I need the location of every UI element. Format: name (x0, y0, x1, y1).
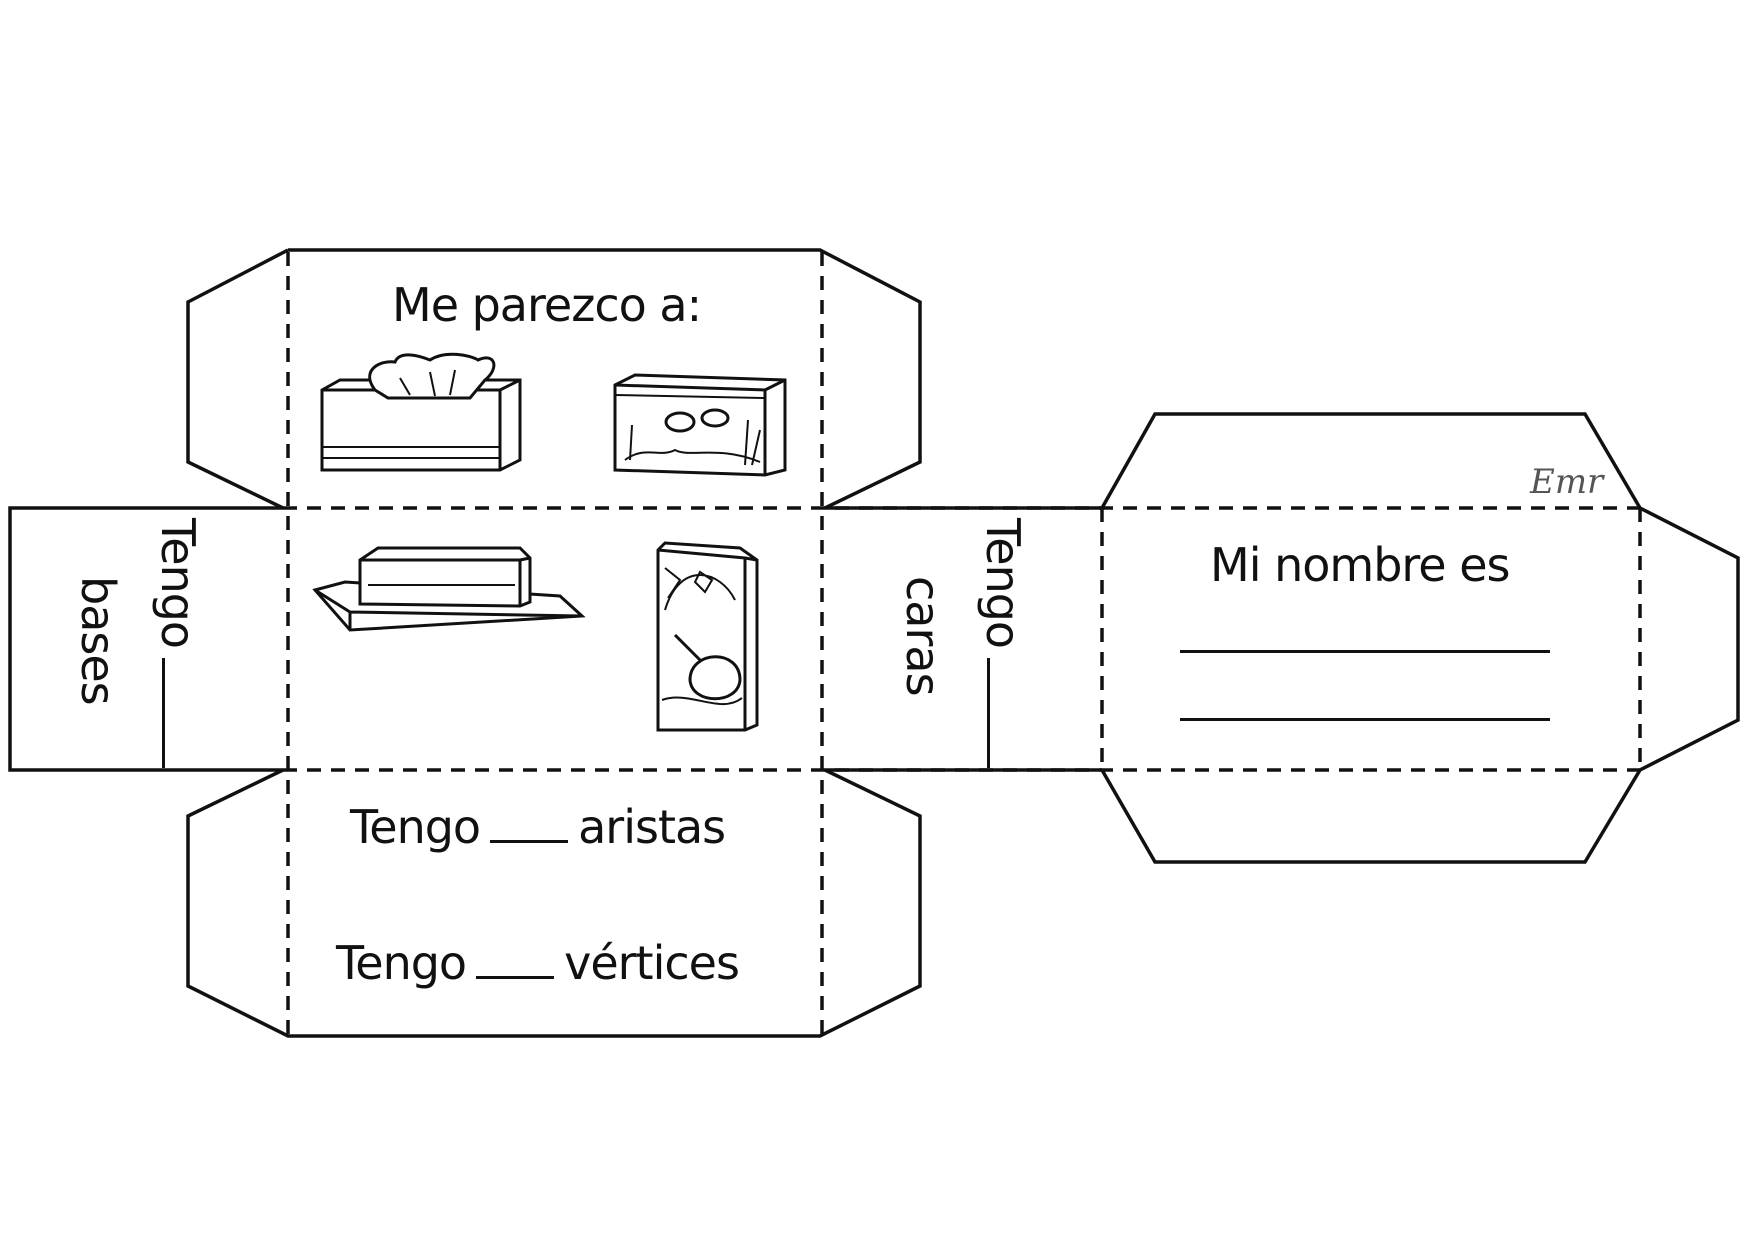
butter-dish-icon (312, 546, 586, 632)
bottom-line1-suffix: aristas (578, 800, 726, 854)
top-flap-outline (186, 248, 922, 510)
answer-blank (476, 975, 555, 979)
bottom-face-line1: Tengo aristas (350, 800, 726, 854)
right-face-word: Tengo (976, 518, 1030, 649)
left-face-label: Tengo (151, 518, 205, 778)
answer-blank (162, 658, 166, 769)
right-face-suffix: caras (896, 576, 950, 696)
top-face-title: Me parezco a: (392, 278, 702, 332)
left-face-suffix: bases (71, 576, 125, 705)
bottom-line2-suffix: vértices (564, 936, 740, 990)
name-write-line (1180, 650, 1550, 653)
watermark-logo: Emr (1530, 462, 1604, 502)
left-face-word: Tengo (151, 518, 205, 649)
tissue-box-icon (320, 352, 522, 472)
answer-blank (490, 839, 569, 843)
name-panel-title: Mi nombre es (1210, 538, 1510, 592)
bottom-line2-word: Tengo (336, 936, 467, 990)
answer-blank (987, 658, 991, 769)
bottom-flap-outline (186, 768, 922, 1038)
name-panel-outline (1100, 412, 1740, 864)
bottom-face-line2: Tengo vértices (336, 936, 740, 990)
right-face-label: Tengo (976, 518, 1030, 778)
bottom-line1-word: Tengo (350, 800, 481, 854)
fish-tank-icon (613, 373, 787, 477)
name-write-line (1180, 718, 1550, 721)
cereal-box-icon (656, 541, 759, 732)
